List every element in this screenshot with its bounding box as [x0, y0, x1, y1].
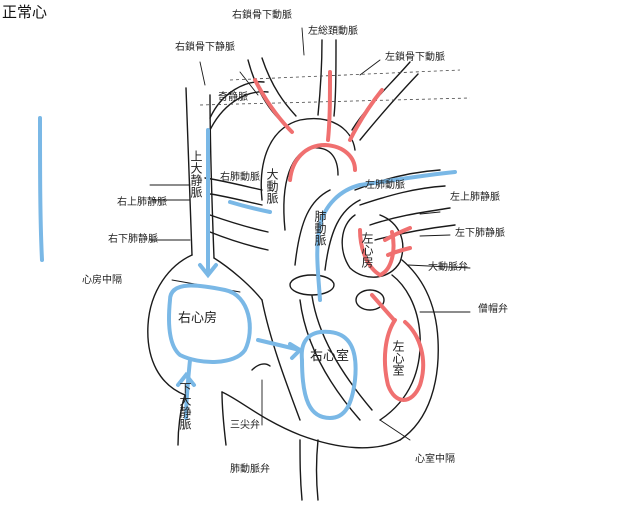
deoxygenated-flow	[38, 116, 457, 421]
labels: 右鎖骨下動脈 左総頚動脈 右鎖骨下静脈 左鎖骨下動脈 奇静脈 上大静脈 右肺動脈…	[82, 8, 508, 475]
label-right-subclavian-vein: 右鎖骨下静脈	[175, 40, 235, 53]
diagram-title: 正常心	[2, 3, 47, 21]
label-left-lower-pulmonary-vein: 左下肺静脈	[455, 226, 505, 239]
label-tricuspid-valve: 三尖弁	[230, 418, 260, 431]
label-left-subclavian-artery: 左鎖骨下動脈	[385, 50, 445, 63]
label-left-ventricle: 左心室	[391, 339, 405, 376]
label-left-atrium: 左心房	[360, 231, 374, 268]
label-right-upper-pulmonary-vein: 右上肺静脈	[117, 195, 167, 208]
oxygenated-flow	[253, 70, 426, 402]
pulmonary-trunk-flow	[315, 183, 362, 302]
carotid-flow	[253, 78, 294, 134]
label-azygos-vein: 奇静脈	[218, 90, 248, 103]
label-right-subclavian-artery: 右鎖骨下動脈	[232, 8, 292, 21]
label-left-upper-pulmonary-vein: 左上肺静脈	[450, 190, 500, 203]
left-ventricle-flow	[382, 318, 426, 402]
right-ventricle-flow	[299, 329, 358, 421]
heart-outline	[147, 39, 471, 501]
leader-lines	[149, 27, 471, 441]
label-superior-vena-cava: 上大静脈	[189, 150, 203, 199]
label-right-atrium: 右心房	[178, 310, 217, 326]
left-atrium-flow	[358, 228, 396, 278]
label-atrial-septum: 心房中隔	[82, 273, 122, 286]
ivc-flow	[184, 358, 192, 420]
label-mitral-valve: 大動脈弁	[428, 260, 468, 273]
label-ventricular-septum: 心室中隔	[415, 452, 455, 465]
label-pulmonary-artery: 肺動脈	[313, 210, 327, 247]
label-aorta: 大動脈	[265, 168, 279, 205]
right-atrium-flow	[167, 283, 252, 364]
label-pulmonary-valve: 肺動脈弁	[230, 462, 270, 475]
label-right-pulmonary-artery: 右肺動脈	[220, 170, 260, 183]
aortic-arch-flow	[288, 142, 357, 182]
label-left-pulmonary-artery: 左肺動脈	[365, 178, 405, 191]
label-papillary: 僧帽弁	[478, 302, 508, 315]
label-left-carotid-artery: 左総頚動脈	[308, 24, 358, 37]
flow-arrow-left	[38, 116, 44, 262]
label-inferior-vena-cava: 下大静脈	[178, 382, 192, 431]
label-right-lower-pulmonary-vein: 右下肺静脈	[108, 232, 158, 245]
label-right-ventricle: 右心室	[310, 348, 349, 364]
